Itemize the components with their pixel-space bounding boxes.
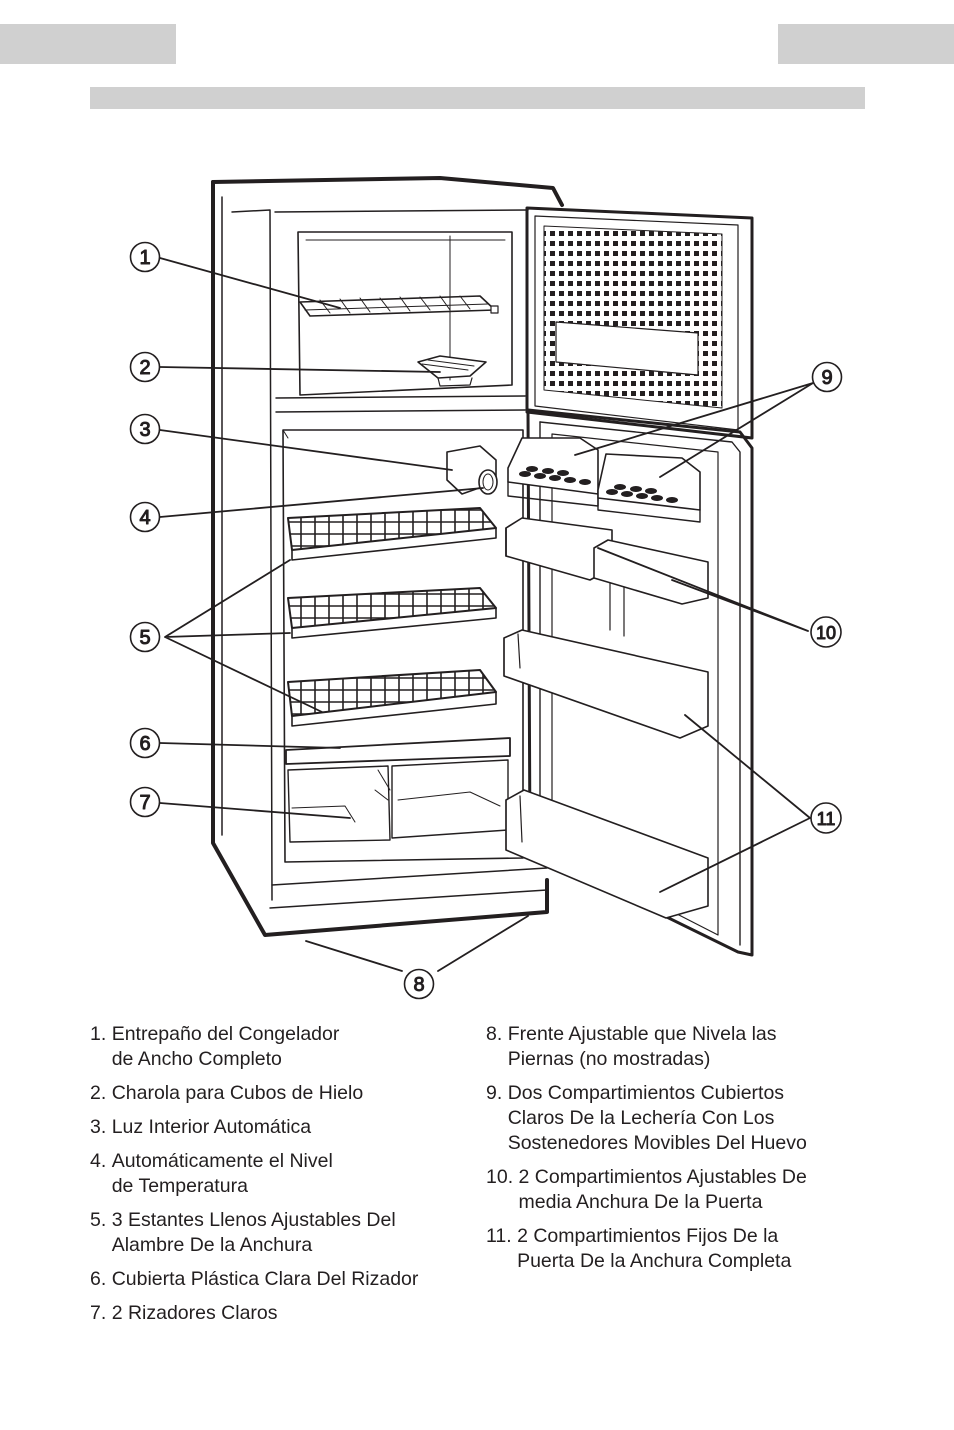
callout-11: 11	[810, 802, 842, 834]
crisper-drawers	[287, 759, 509, 843]
item-text: Puerta De la Anchura Completa	[517, 1250, 792, 1272]
wire-shelf-3	[287, 669, 497, 727]
half-width-door-bin-2	[593, 539, 709, 605]
freezer-shelf	[299, 295, 499, 317]
header-tab-right	[778, 24, 954, 64]
list-item: 6. Cubierta Plástica Clara Del Rizador	[90, 1267, 470, 1292]
dairy-compartment-2	[597, 453, 701, 523]
cabinet	[211, 176, 564, 937]
item-text: Entrepaño del Congelador	[111, 1023, 340, 1045]
item-number: 8.	[486, 1023, 508, 1045]
item-number: 3.	[90, 1116, 112, 1138]
callout-8: 8	[403, 968, 435, 1000]
list-item: 1. Entrepaño del Congelador de Ancho Comp…	[90, 1022, 470, 1072]
freezer-door	[525, 206, 754, 440]
item-number: 1.	[90, 1023, 112, 1045]
svg-text:3: 3	[139, 419, 150, 441]
item-number: 5.	[90, 1209, 112, 1231]
item-text: Frente Ajustable que Nivela las	[507, 1023, 777, 1045]
callout-10: 10	[810, 616, 842, 648]
item-number: 9.	[486, 1082, 508, 1104]
item-number: 10.	[486, 1166, 519, 1188]
item-number: 4.	[90, 1150, 112, 1172]
list-item: 3. Luz Interior Automática	[90, 1115, 470, 1140]
dairy-compartment-1	[507, 437, 599, 507]
item-text: 2 Compartimientos Fijos De la	[517, 1225, 779, 1247]
item-text: Piernas (no mostradas)	[507, 1048, 711, 1070]
svg-text:11: 11	[817, 809, 836, 829]
svg-text:5: 5	[139, 627, 150, 649]
full-width-door-bin-1	[503, 629, 709, 739]
item-text: Automáticamente el Nivel	[111, 1150, 333, 1172]
item-text: 2 Compartimientos Ajustables De	[518, 1166, 807, 1188]
svg-text:4: 4	[139, 507, 150, 529]
svg-text:9: 9	[821, 367, 832, 389]
item-text: Charola para Cubos de Hielo	[111, 1082, 364, 1104]
callout-6: 6	[129, 727, 161, 759]
callout-5: 5	[129, 621, 161, 653]
callout-1: 1	[129, 241, 161, 273]
parts-list-left: 1. Entrepaño del Congelador de Ancho Comp…	[90, 1022, 470, 1335]
item-text: 3 Estantes Llenos Ajustables Del	[111, 1209, 396, 1231]
list-item: 7. 2 Rizadores Claros	[90, 1301, 470, 1326]
callout-7: 7	[129, 786, 161, 818]
section-header-bar	[90, 87, 865, 109]
item-text: media Anchura De la Puerta	[518, 1191, 763, 1213]
item-text: Dos Compartimientos Cubiertos	[507, 1082, 785, 1104]
item-text: Sostenedores Movibles Del Huevo	[507, 1132, 807, 1154]
item-text: Cubierta Plástica Clara Del Rizador	[111, 1268, 419, 1290]
svg-text:6: 6	[139, 733, 150, 755]
list-item: 4. Automáticamente el Nivel de Temperatur…	[90, 1149, 470, 1199]
svg-text:1: 1	[139, 247, 150, 269]
refrigerator-diagram: 1 2 3 4 5 6 7 8 9 10 11	[129, 176, 843, 1000]
svg-text:10: 10	[816, 623, 836, 643]
freezer-compartment	[297, 231, 513, 396]
item-number: 2.	[90, 1082, 112, 1104]
header-tab-left	[0, 24, 176, 64]
interior-light	[446, 445, 498, 495]
item-text: Alambre De la Anchura	[111, 1234, 313, 1256]
item-text: 2 Rizadores Claros	[111, 1302, 278, 1324]
full-width-door-bin-2	[505, 789, 709, 919]
wire-shelf-2	[287, 587, 497, 639]
leader-lines	[159, 257, 814, 972]
item-number: 7.	[90, 1302, 112, 1324]
item-text: de Ancho Completo	[111, 1048, 282, 1070]
item-text: de Temperatura	[111, 1175, 248, 1197]
item-text: Claros De la Lechería Con Los	[507, 1107, 775, 1129]
callout-2: 2	[129, 351, 161, 383]
crisper-cover	[285, 737, 511, 765]
svg-text:8: 8	[413, 974, 424, 996]
item-text: Luz Interior Automática	[111, 1116, 312, 1138]
wire-shelf-1	[287, 507, 497, 561]
list-item: 10. 2 Compartimientos Ajustables De media…	[486, 1165, 866, 1215]
svg-text:2: 2	[139, 357, 150, 379]
item-number: 6.	[90, 1268, 112, 1290]
callout-4: 4	[129, 501, 161, 533]
svg-text:7: 7	[139, 792, 150, 814]
list-item: 2. Charola para Cubos de Hielo	[90, 1081, 470, 1106]
item-number: 11.	[486, 1225, 518, 1247]
list-item: 11. 2 Compartimientos Fijos De la Puerta …	[486, 1224, 866, 1274]
callout-3: 3	[129, 413, 161, 445]
callout-9: 9	[811, 361, 843, 393]
